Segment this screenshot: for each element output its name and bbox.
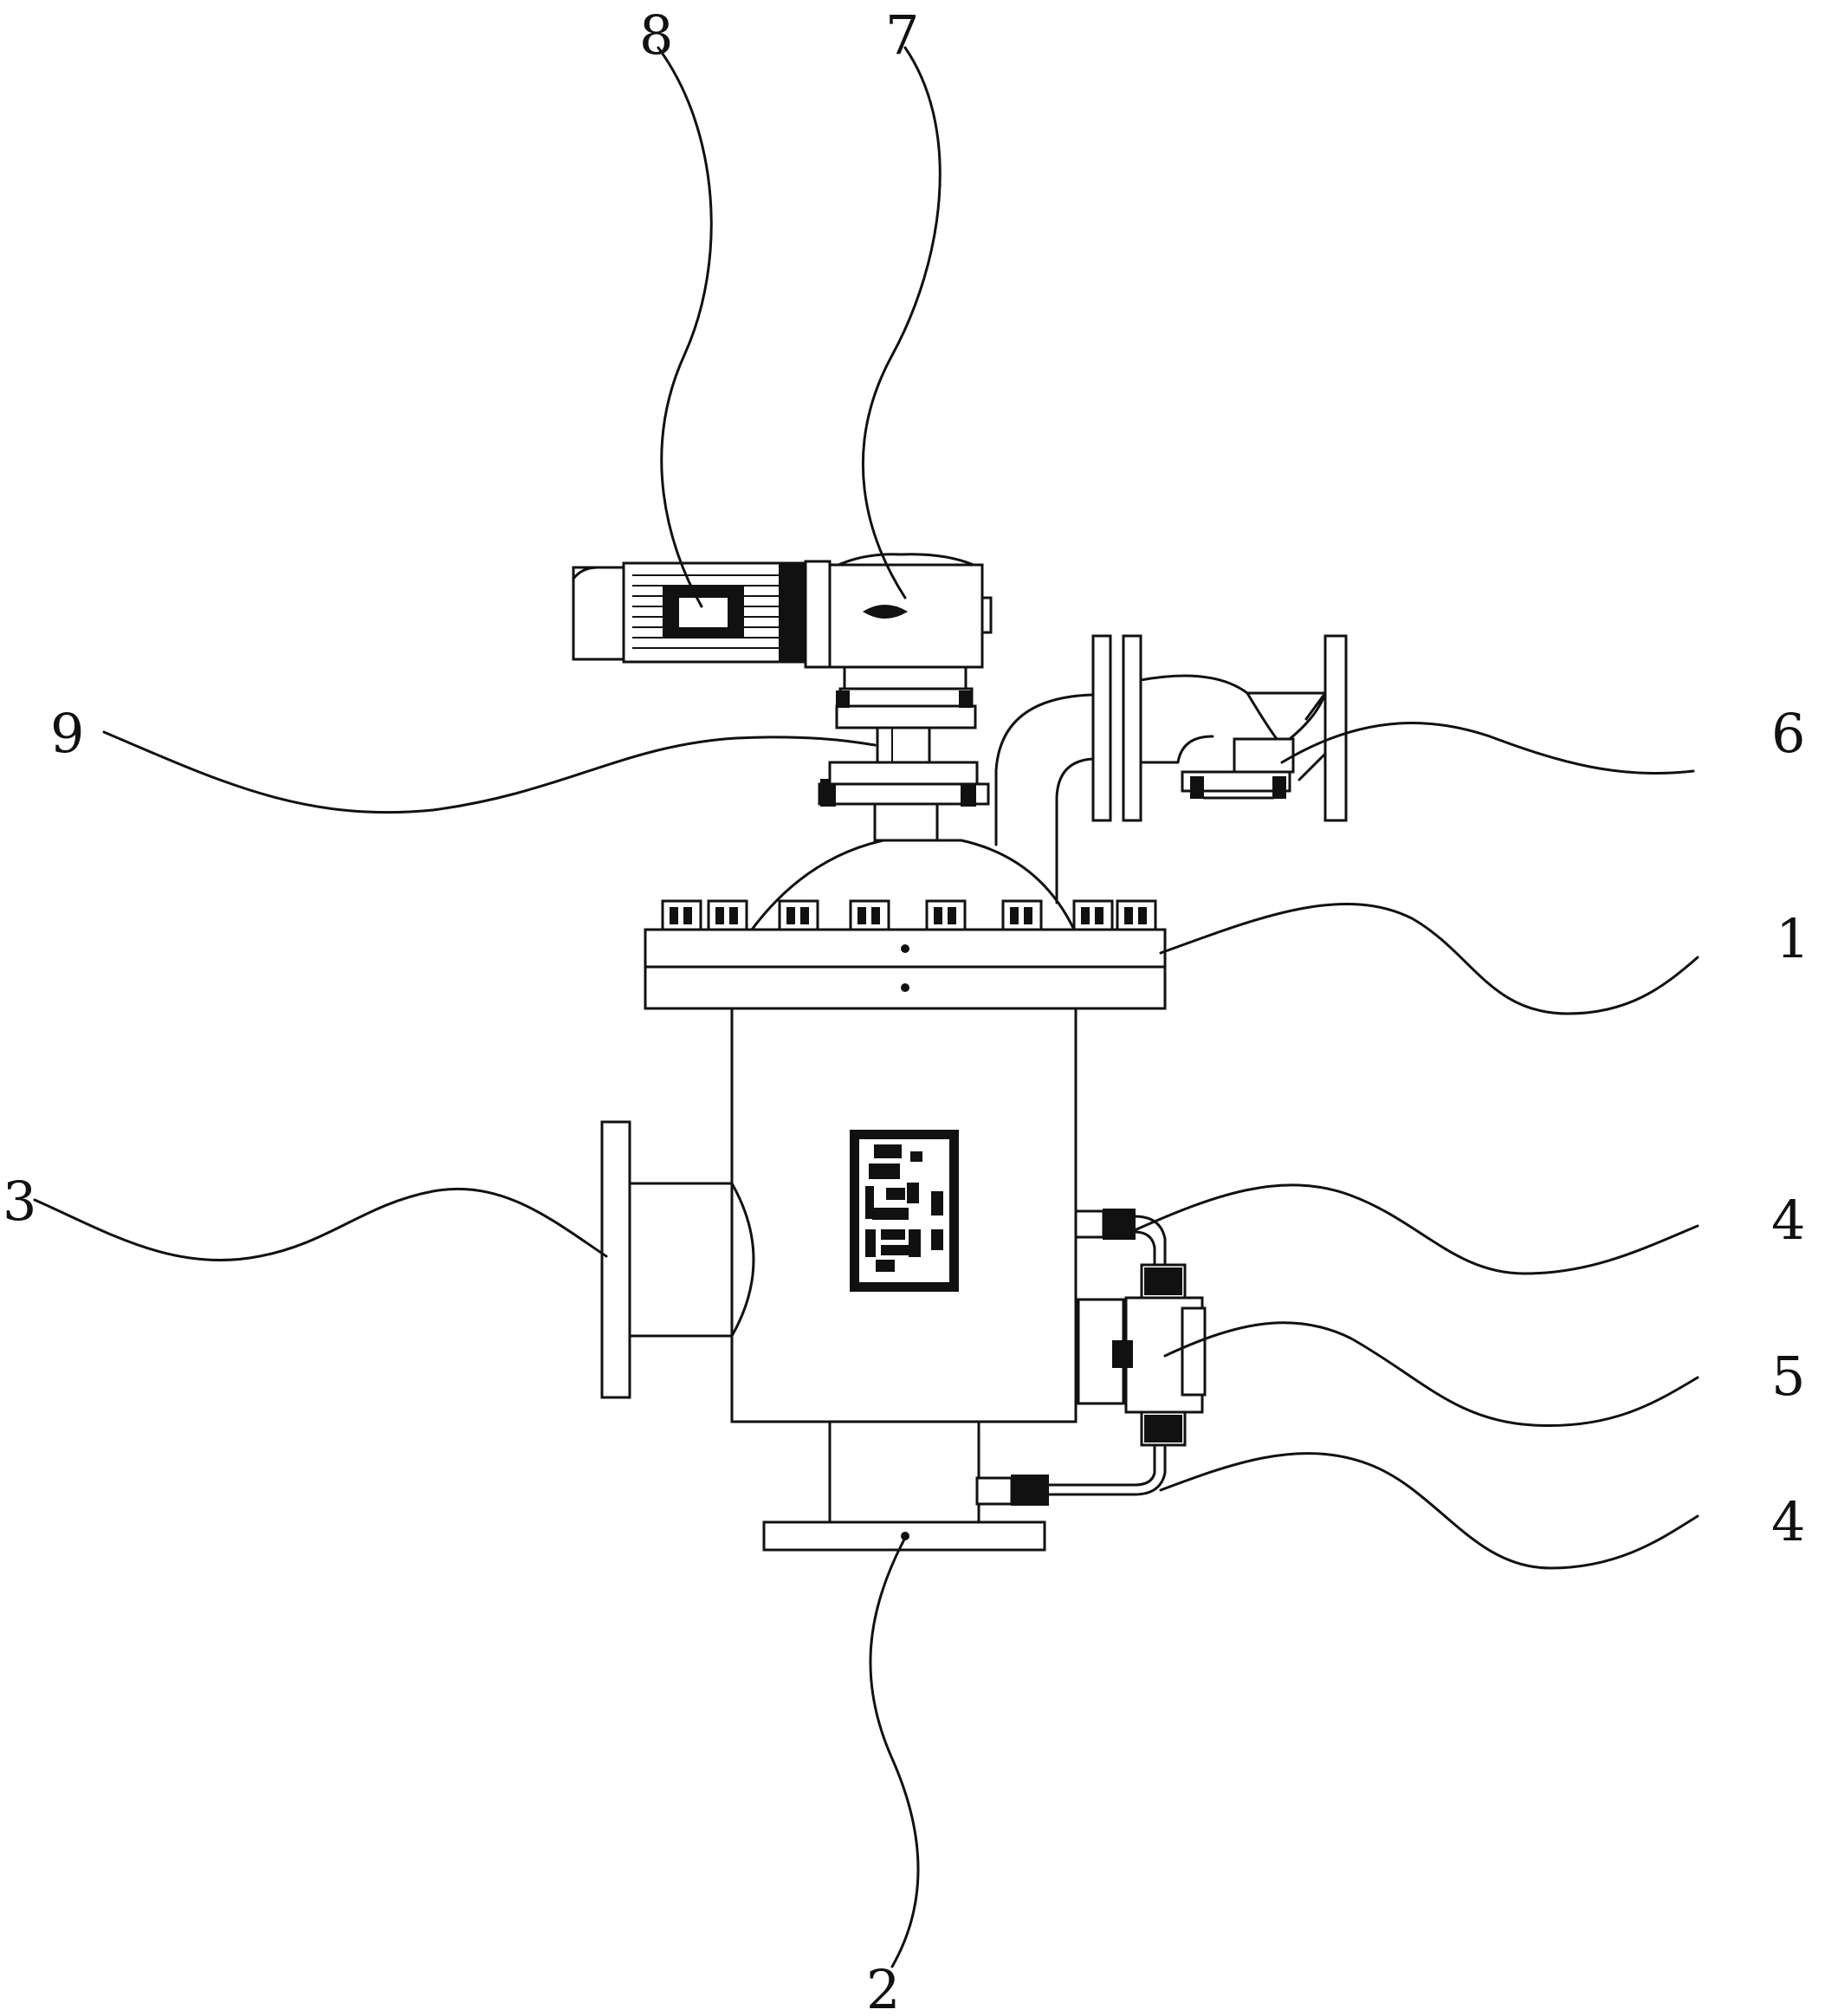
callout-4-upper: 4 <box>1771 1189 1805 1252</box>
leader-line-4b <box>1159 1452 1699 1570</box>
callout-1: 1 <box>1776 907 1809 970</box>
bottom-outlet <box>762 1420 1046 1552</box>
pressure-fittings <box>975 1209 1207 1506</box>
callout-6: 6 <box>1771 702 1805 765</box>
callout-8: 8 <box>639 3 673 67</box>
leader-line-7 <box>861 46 942 600</box>
callout-5: 5 <box>1771 1345 1805 1408</box>
leader-line-3 <box>33 1187 608 1262</box>
callout-9: 9 <box>50 702 84 765</box>
leader-line-5 <box>1163 1321 1699 1428</box>
leader-line-1 <box>1159 902 1699 1015</box>
leader-line-4a <box>1133 1183 1699 1275</box>
backwash-pipe <box>994 634 1348 904</box>
callout-7: 7 <box>885 3 919 67</box>
callout-2: 2 <box>866 1958 900 2016</box>
leader-line-2 <box>869 1536 920 1968</box>
nameplate <box>850 1130 959 1292</box>
leader-line-9 <box>102 730 877 814</box>
callout-3: 3 <box>3 1170 36 1233</box>
flange-bolts <box>661 899 1157 931</box>
leader-line-6 <box>1280 722 1695 775</box>
callout-4-lower: 4 <box>1771 1490 1805 1553</box>
gearbox <box>804 553 993 669</box>
top-cover-flange <box>644 899 1167 1010</box>
leader-line-8 <box>657 46 713 608</box>
drive-coupling <box>818 665 990 842</box>
electric-motor <box>572 561 806 664</box>
inlet-pipe <box>600 1120 755 1399</box>
